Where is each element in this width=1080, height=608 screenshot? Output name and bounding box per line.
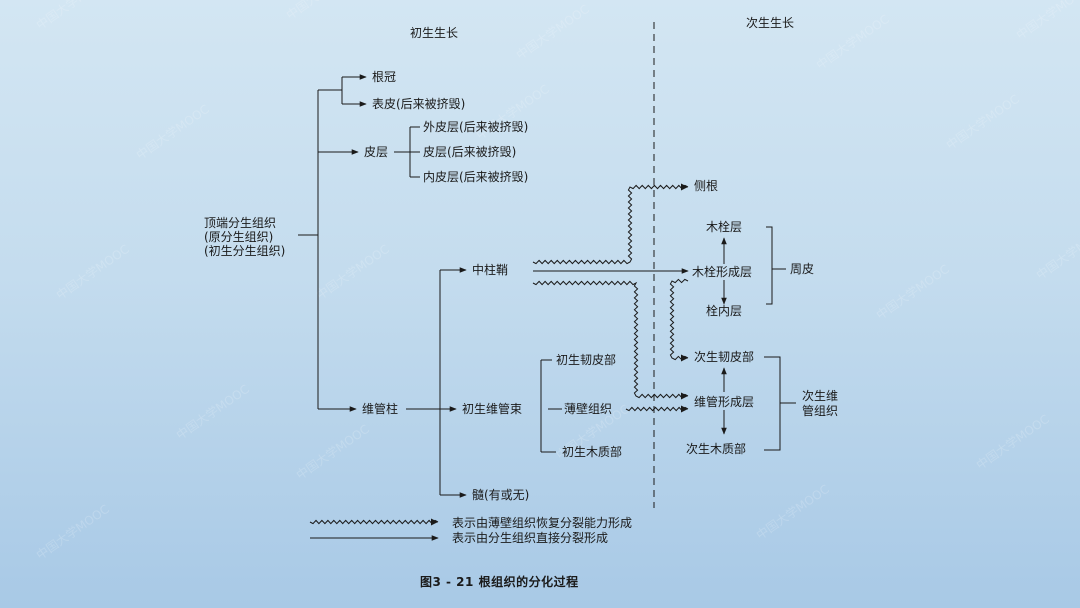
watermark-text: 中国大学MOOC [813, 11, 892, 72]
watermark-text: 中国大学MOOC [513, 1, 592, 62]
root-cap-label: 根冠 [372, 70, 397, 84]
watermark-text: 中国大学MOOC [53, 241, 132, 302]
secondary-xylem-label: 次生木质部 [686, 442, 747, 456]
endodermis-label: 内皮层(后来被挤毁) [423, 170, 529, 184]
parenchyma-label: 薄壁组织 [564, 402, 613, 416]
legend-straight-text: 表示由分生组织直接分裂形成 [452, 531, 609, 545]
wavy-lines [309, 184, 689, 525]
secondary-growth-header: 次生生长 [746, 16, 795, 30]
pith-label: 髓(有或无) [472, 488, 530, 502]
cork-cambium-label: 木栓形成层 [692, 265, 753, 279]
watermark-text: 中国大学MOOC [973, 411, 1052, 472]
wavy-pericycle-vascular [532, 280, 689, 399]
primary-bundle-label: 初生维管束 [462, 402, 523, 416]
apical-meristem-label: 顶端分生组织 [204, 216, 277, 230]
wavy-pericycle-vascular-arrowhead [681, 392, 688, 400]
watermark-text: 中国大学MOOC [33, 501, 112, 562]
watermark-text: 中国大学MOOC [873, 261, 952, 322]
primary-phloem-label: 初生韧皮部 [556, 353, 617, 367]
wavy-arrowheads [431, 183, 688, 526]
watermark-text: 中国大学MOOC [293, 421, 372, 482]
wavy-lateral-root-arrowhead [681, 183, 688, 191]
legend-wavy-line-arrowhead [431, 518, 438, 526]
watermark-text: 中国大学MOOC [33, 0, 112, 32]
watermark-text: 中国大学MOOC [173, 381, 252, 442]
cortex-inner-label: 皮层(后来被挤毁) [423, 145, 517, 159]
stele-label: 维管柱 [362, 402, 399, 416]
epidermis-label: 表皮(后来被挤毁) [372, 97, 466, 111]
primary-growth-header: 初生生长 [410, 26, 459, 40]
connector-lines [298, 22, 796, 541]
watermark-text: 中国大学MOOC [1033, 221, 1080, 282]
cortex-label: 皮层 [364, 145, 389, 159]
secondary-vascular-label-line1: 次生维 [802, 389, 839, 403]
watermark-text: 中国大学MOOC [753, 481, 832, 542]
watermark-text: 中国大学MOOC [1013, 0, 1080, 42]
phelloderm-label: 栓内层 [706, 304, 743, 318]
pericycle-label: 中柱鞘 [472, 263, 509, 277]
watermark-text: 中国大学MOOC [943, 91, 1022, 152]
figure-caption: 图3 - 21 根组织的分化过程 [420, 575, 579, 589]
protomeristem-label: (原分生组织) [204, 230, 274, 244]
watermarks: 中国大学MOOC 中国大学MOOC 中国大学MOOC 中国大学MOOC 中国大学MOOC… [33, 0, 1080, 562]
legend-wavy-line [309, 519, 439, 525]
secondary-vascular-label-line2: 管组织 [802, 404, 839, 418]
legend-wavy-text: 表示由薄壁组织恢复分裂能力形成 [452, 516, 633, 530]
watermark-text: 中国大学MOOC [313, 241, 392, 302]
primary-meristem-label: (初生分生组织) [204, 244, 286, 258]
exodermis-label: 外皮层(后来被挤毁) [423, 120, 529, 134]
wavy-parenchyma-vascular [625, 406, 689, 412]
secondary-phloem-label: 次生韧皮部 [694, 350, 755, 364]
primary-xylem-label: 初生木质部 [562, 445, 623, 459]
watermark-text: 中国大学MOOC [283, 0, 362, 22]
vascular-cambium-label: 维管形成层 [694, 395, 755, 409]
wavy-parenchyma-vascular-arrowhead [681, 405, 688, 413]
watermark-text: 中国大学MOOC [133, 101, 212, 162]
cork-label: 木栓层 [706, 220, 743, 234]
periderm-label: 周皮 [790, 262, 815, 276]
wavy-lateral-root [532, 184, 689, 265]
lateral-root-label: 侧根 [694, 179, 719, 193]
wavy-secondary-phloem-arrowhead [681, 354, 688, 362]
wavy-secondary-phloem [669, 278, 689, 361]
